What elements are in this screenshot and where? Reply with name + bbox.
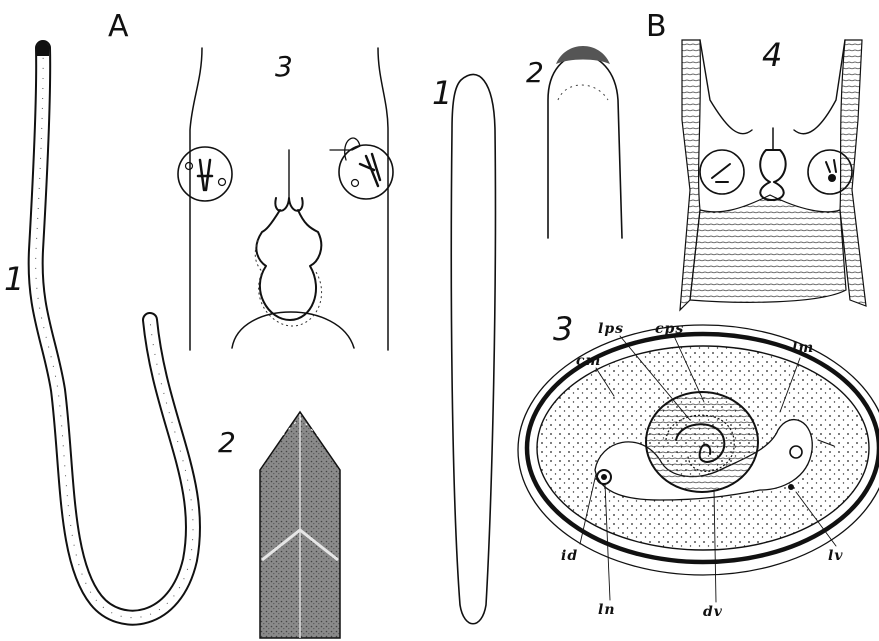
b-tail-detail-number: 2 bbox=[526, 56, 544, 89]
a-head-detail-number: 3 bbox=[275, 50, 293, 83]
label-id: id bbox=[561, 548, 578, 564]
label-lm: lm bbox=[792, 340, 814, 356]
panel-a-letter: A bbox=[108, 9, 129, 44]
label-cps: cps bbox=[655, 321, 684, 337]
panel-b: B 1 2 4 bbox=[432, 9, 879, 624]
label-dv: dv bbox=[703, 604, 723, 620]
b-tail-detail-drawing bbox=[548, 46, 622, 238]
panel-a: A 1 3 bbox=[4, 9, 393, 638]
label-ln: ln bbox=[598, 602, 616, 618]
a-tail-detail-number: 2 bbox=[218, 426, 236, 459]
label-cm: cm bbox=[576, 353, 601, 369]
b-cross-section-number: 3 bbox=[553, 310, 573, 348]
label-lv: lv bbox=[828, 548, 843, 564]
b-head-detail-drawing bbox=[680, 40, 866, 310]
a-tail-detail-drawing bbox=[260, 412, 340, 638]
a-head-detail-drawing bbox=[178, 48, 393, 350]
label-lps: lps bbox=[598, 321, 624, 337]
a-whole-worm-number: 1 bbox=[4, 260, 24, 298]
b-whole-worm-drawing bbox=[451, 74, 495, 623]
b-whole-worm-number: 1 bbox=[432, 74, 452, 112]
a-whole-worm-drawing bbox=[36, 41, 193, 618]
b-head-detail-number: 4 bbox=[762, 36, 782, 74]
panel-b-letter: B bbox=[646, 9, 667, 44]
